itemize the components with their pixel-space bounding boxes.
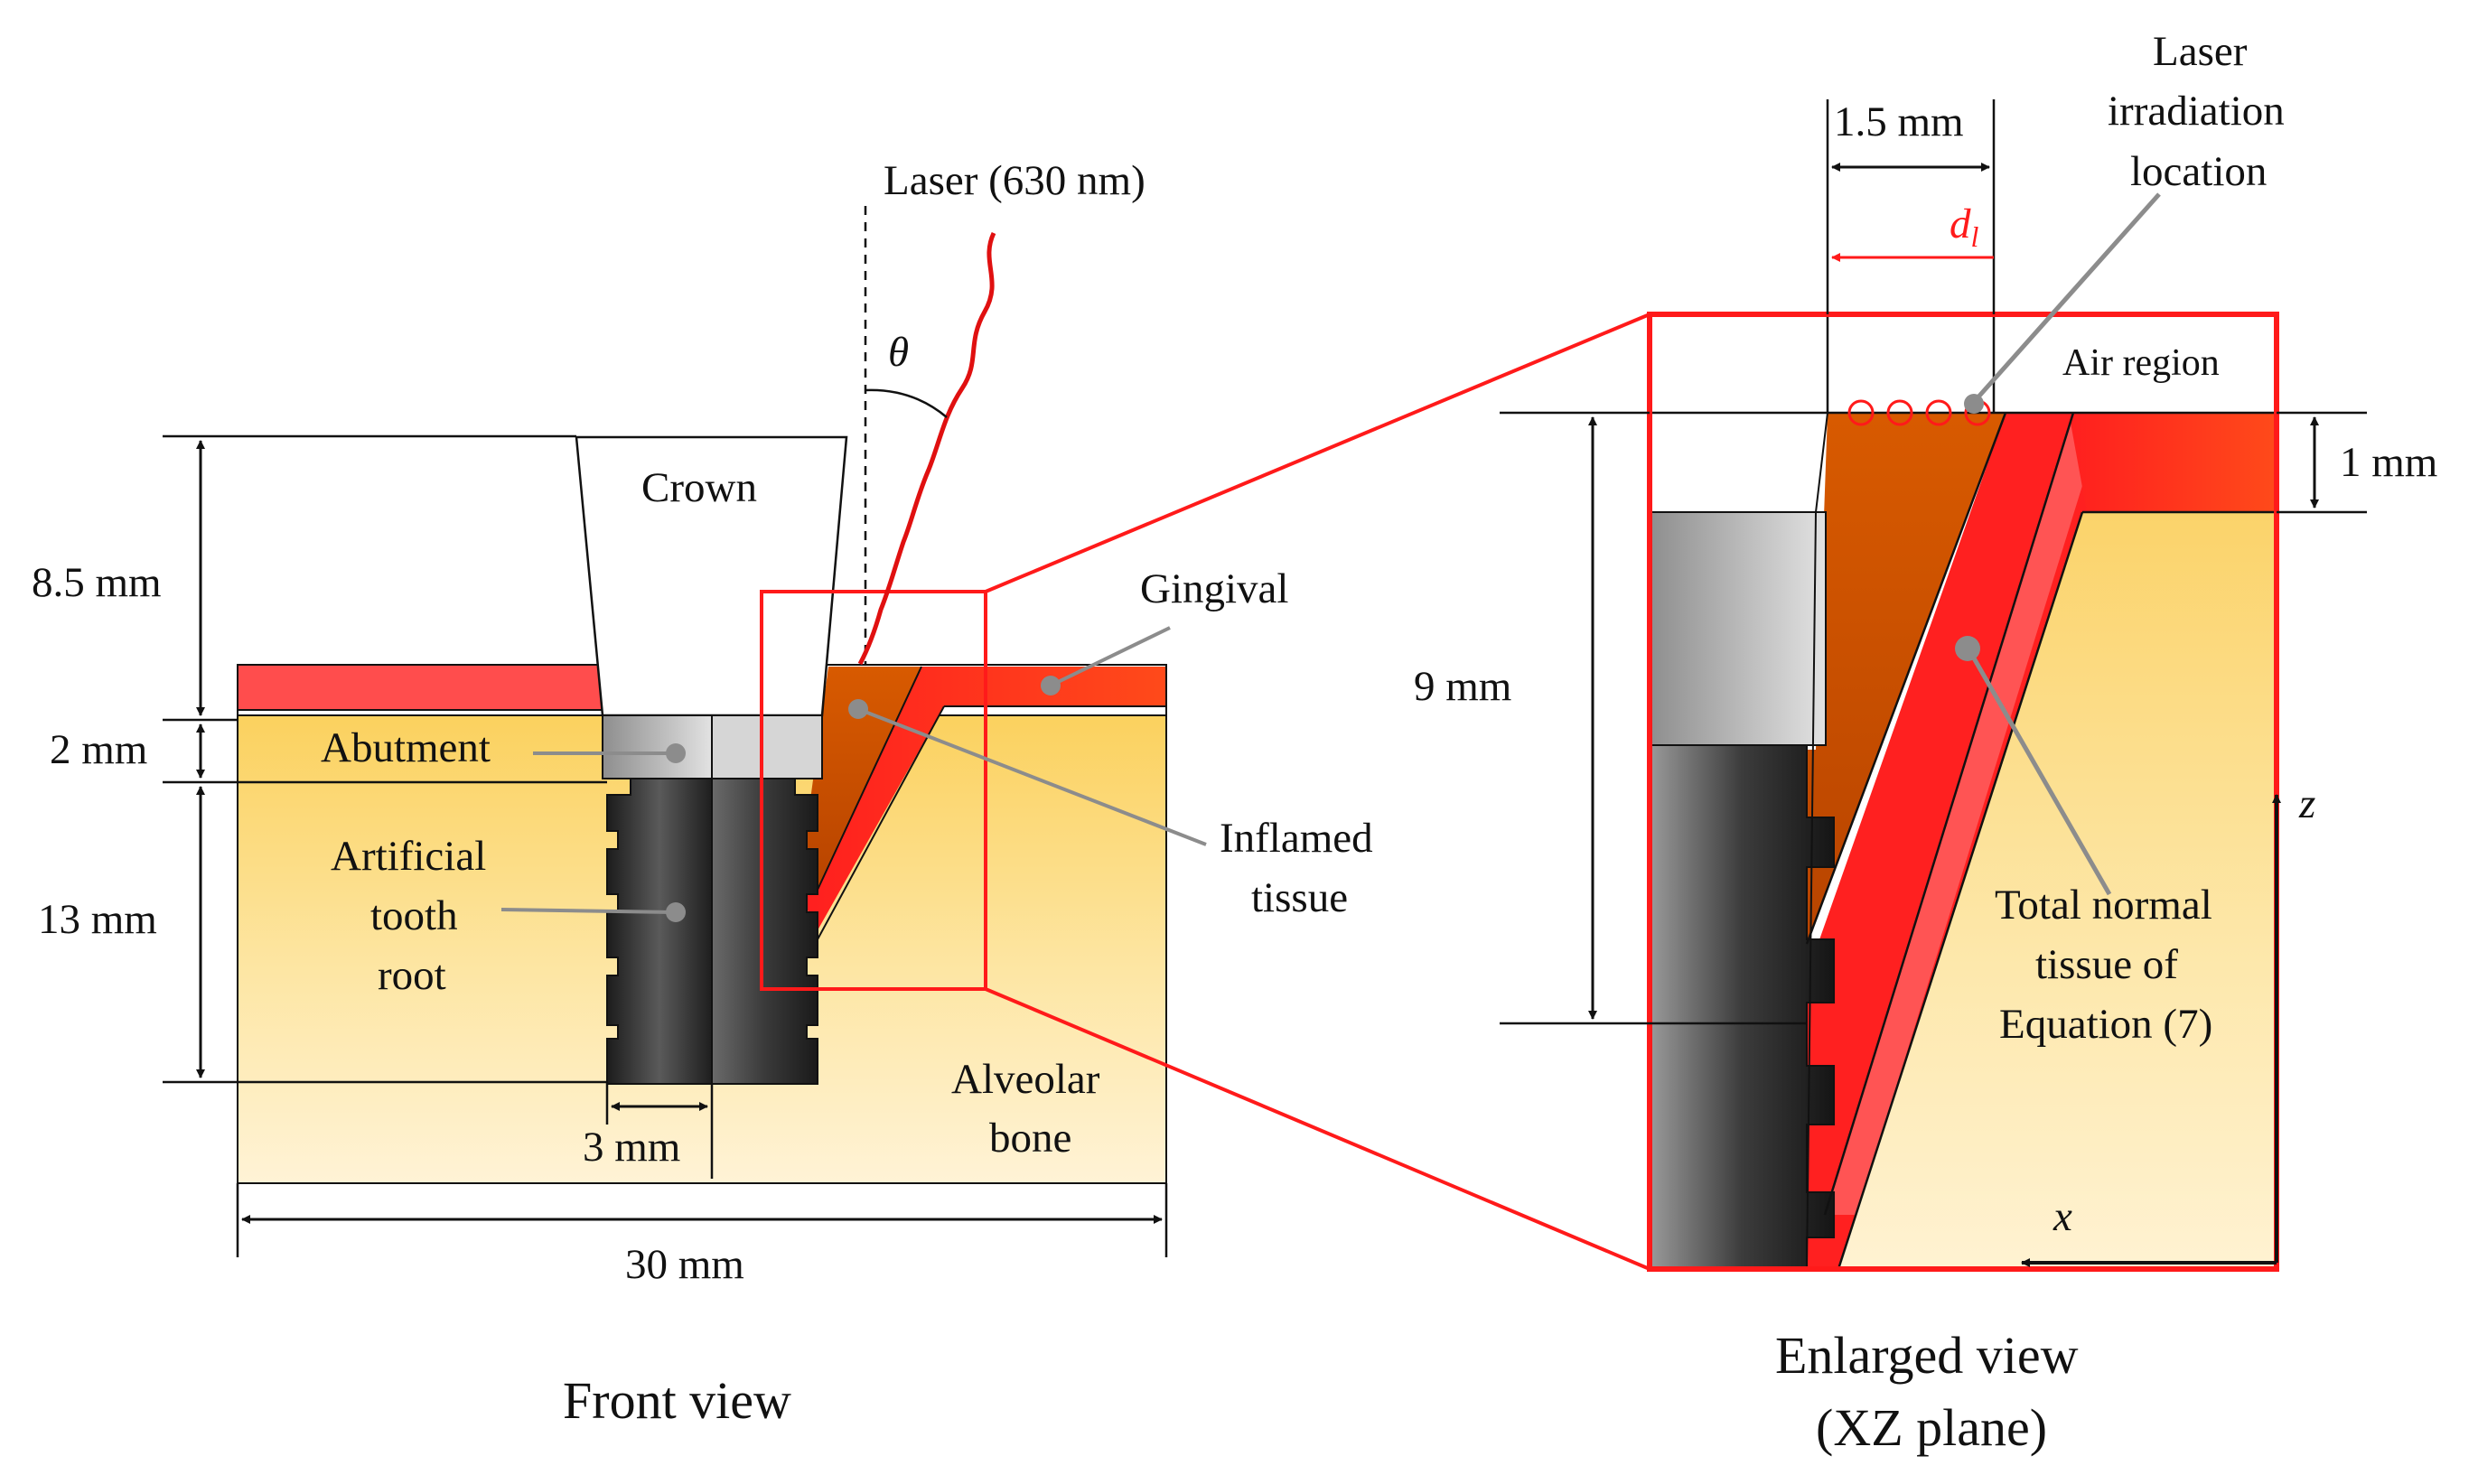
irradiation-point-3 [1925, 399, 1952, 426]
normal-tissue-line3: Equation (7) [1999, 1001, 2212, 1048]
zoom-line-bottom [985, 987, 1650, 1271]
dim-top-label: 1.5 mm [1834, 98, 1964, 145]
dim-total-width-label: 30 mm [625, 1241, 744, 1288]
enlarged-implant [1650, 744, 1835, 1269]
bone-label-line2: bone [989, 1115, 1071, 1162]
dim-gingiva-label: 1 mm [2340, 439, 2437, 486]
enlarged-caption-line2: (XZ plane) [1816, 1398, 2047, 1457]
gingival-label: Gingival [1140, 565, 1288, 612]
air-region-label: Air region [2062, 342, 2220, 384]
laser-location-line1: Laser [2153, 28, 2248, 75]
root-marker [666, 902, 686, 922]
inflamed-label-line2: tissue [1251, 874, 1348, 921]
gingiva-strip-left [237, 664, 603, 711]
irradiation-point-2 [1886, 399, 1913, 426]
abutment-right [711, 714, 823, 779]
dim-crown-label: 8.5 mm [32, 559, 162, 606]
zoom-line-top [985, 313, 1650, 593]
front-view: θ Laser (630 nm) Crown Abutment Artifici… [32, 157, 1650, 1430]
enlargement-region-box [760, 590, 987, 991]
enlarged-view-frame [1647, 312, 2279, 1272]
tooth-root-right [711, 778, 818, 1085]
abutment-left [602, 714, 713, 779]
root-label-line3: root [378, 952, 446, 999]
normal-tissue-line1: Total normal [1995, 882, 2212, 929]
theta-label: θ [888, 329, 909, 376]
dim-depth-label: 9 mm [1414, 663, 1511, 710]
crown-label: Crown [641, 464, 757, 511]
inflamed-marker [848, 699, 868, 719]
dim-root-width-label: 3 mm [583, 1124, 680, 1171]
normal-tissue-marker [1955, 636, 1980, 661]
dim-root-label: 13 mm [38, 896, 157, 943]
root-label-line2: tooth [370, 892, 458, 939]
laser-location-line3: location [2130, 148, 2267, 195]
tooth-root-left [606, 778, 713, 1085]
root-label-line1: Artificial [331, 833, 486, 880]
front-view-caption: Front view [563, 1371, 791, 1430]
bone-label-line1: Alveolar [951, 1056, 1100, 1103]
axis-x-label: x [2053, 1193, 2072, 1240]
laser-location-marker [1964, 394, 1984, 414]
laser-location-line2: irradiation [2108, 88, 2285, 135]
laser-label: Laser (630 nm) [884, 157, 1145, 204]
normal-tissue-line2: tissue of [2035, 941, 2178, 988]
laser-beam [857, 231, 996, 666]
enlarged-gingiva-band [2069, 413, 2277, 512]
irradiation-point-1 [1847, 399, 1875, 426]
enlarged-abutment [1650, 511, 1827, 746]
inflamed-label-line1: Inflamed [1220, 815, 1373, 862]
gingiva-strip-right [804, 667, 1166, 930]
enlarged-caption-line1: Enlarged view [1775, 1326, 2079, 1385]
abutment-label: Abutment [321, 724, 491, 771]
abutment-marker [666, 743, 686, 763]
theta-arc [865, 388, 948, 418]
dist-label: dl [1950, 201, 1979, 253]
enlarged-bone-region [1838, 512, 2277, 1269]
enlarged-pink-band [1825, 413, 2105, 1215]
gingival-marker [1041, 676, 1061, 695]
dim-abutment-label: 2 mm [50, 726, 147, 773]
enlarged-view: 1.5 mm dl Laser irradiation location Air… [1414, 28, 2437, 1457]
axis-z-label: z [2298, 780, 2315, 827]
